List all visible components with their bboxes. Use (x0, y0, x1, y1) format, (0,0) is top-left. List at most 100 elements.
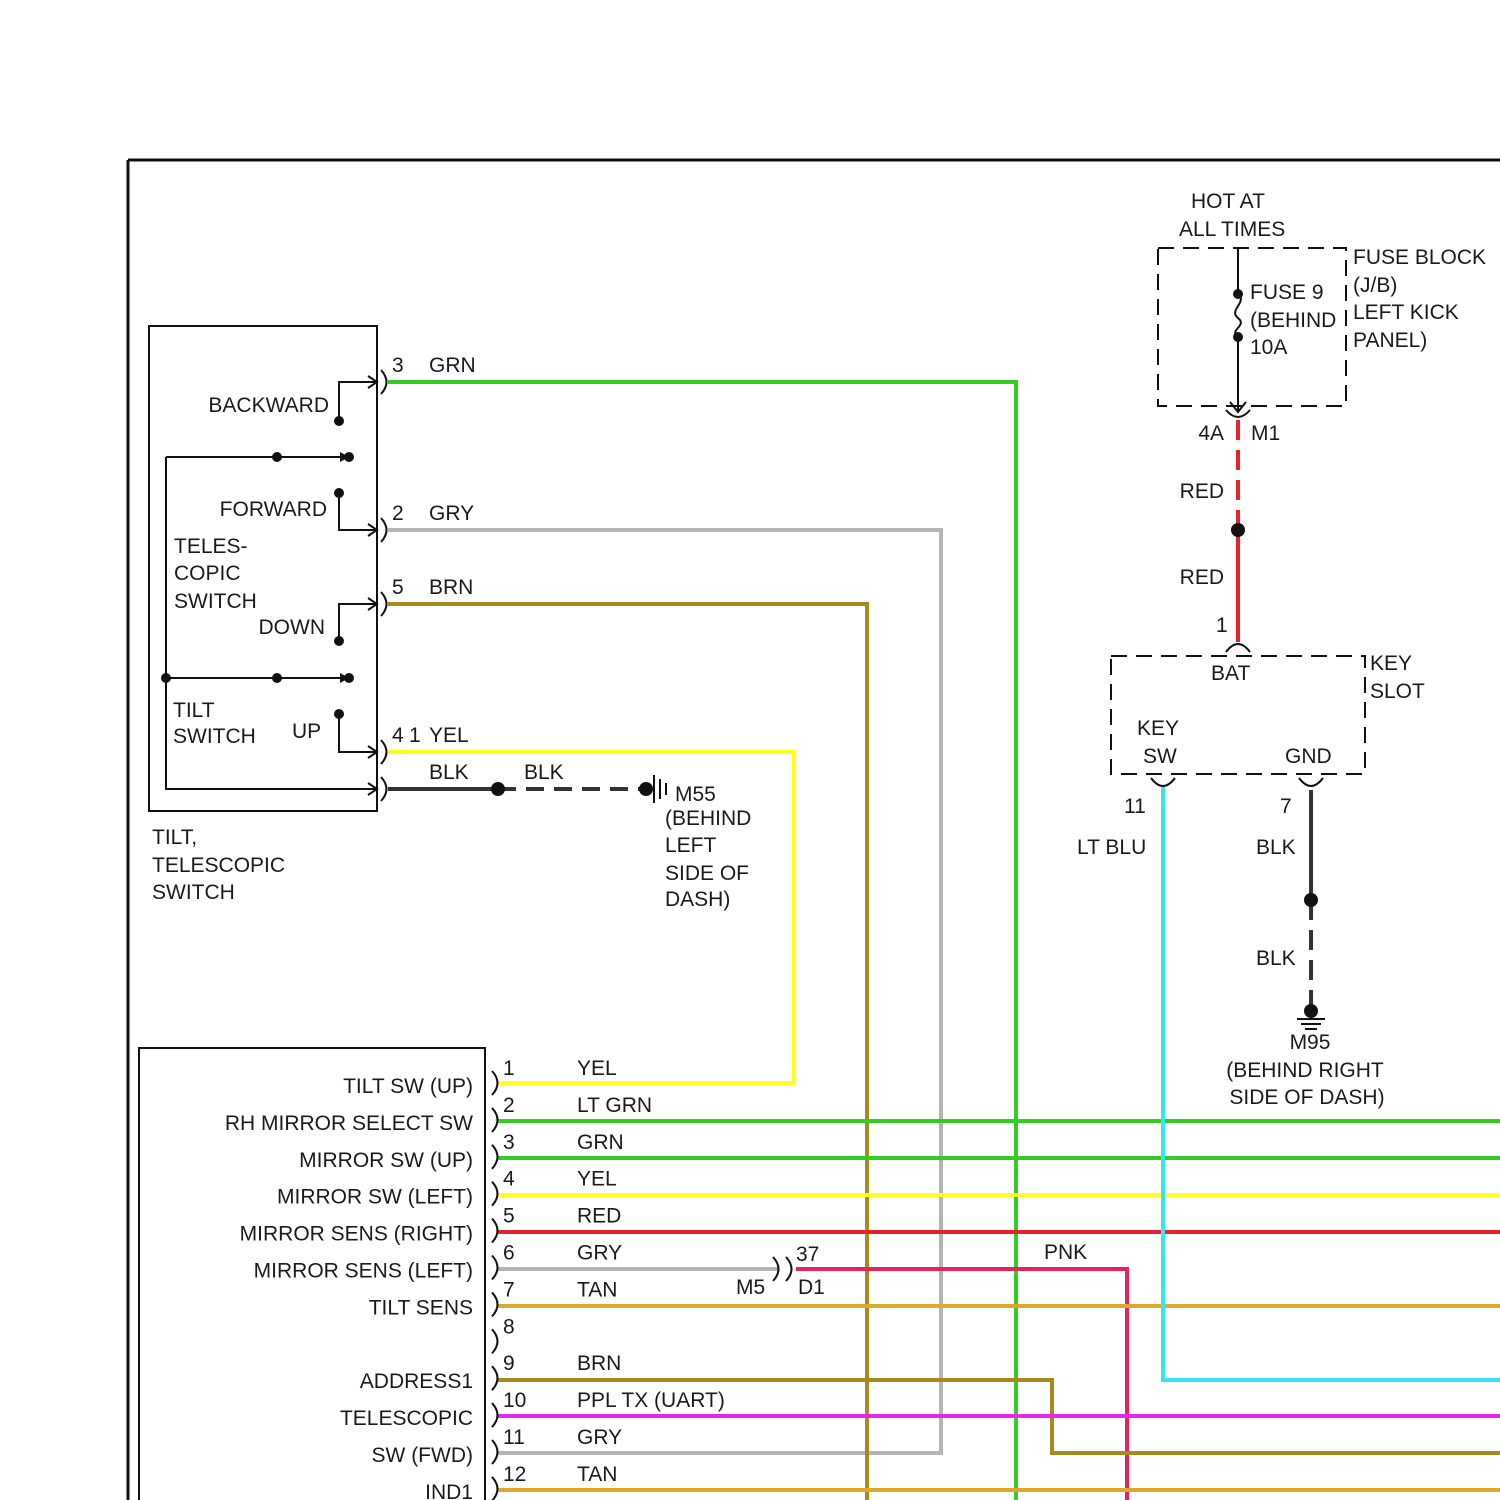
wire-label-lt-blu: LT BLU (1077, 836, 1146, 859)
conn-pin-4a: 4A (1198, 422, 1224, 445)
module-pin-number: 6 (503, 1242, 515, 1265)
wire-label-blk-gnd-1: BLK (1256, 836, 1296, 859)
m55-loc-2: LEFT (665, 834, 717, 857)
module-pin-label: TILT SW (UP) (343, 1075, 473, 1098)
pin-connector (492, 1403, 498, 1427)
pin-connector (492, 1071, 498, 1095)
module-pin-row: TELESCOPIC10PPL TX (UART) (340, 1389, 725, 1430)
module-pin-number: 5 (503, 1205, 515, 1228)
module-pin-number: 10 (503, 1389, 526, 1412)
key-sw-label-2: SW (1143, 745, 1177, 768)
m55-name: M55 (675, 783, 716, 806)
pin-11: 11 (1124, 795, 1146, 818)
pin-1: 1 (409, 724, 421, 747)
pin-connector (492, 1256, 498, 1280)
module-pin-number: 7 (503, 1278, 515, 1301)
module-pin-number: 4 (503, 1168, 515, 1191)
m95-name: M95 (1290, 1031, 1331, 1054)
wires (388, 382, 1500, 1500)
pin-4: 4 (392, 724, 404, 747)
module-wire-color: LT GRN (577, 1094, 652, 1117)
fuse-block-title-1: FUSE BLOCK (1353, 246, 1486, 269)
module-pin-number: 11 (503, 1426, 525, 1449)
m95-loc-1: (BEHIND RIGHT (1226, 1059, 1384, 1082)
bat-label: BAT (1211, 662, 1250, 685)
module-wire-color: YEL (577, 1168, 617, 1191)
switch-title-3: SWITCH (152, 881, 235, 904)
label-forward: FORWARD (220, 498, 327, 521)
module-pin-label: MIRROR SW (LEFT) (277, 1186, 473, 1209)
module-pin-number: 1 (503, 1057, 515, 1080)
module-pin-label: MIRROR SW (UP) (299, 1149, 473, 1172)
pin-connector (492, 1145, 498, 1169)
conn-m5: M5 (736, 1276, 765, 1299)
label-down: DOWN (259, 616, 326, 639)
bat-pin: 1 (1216, 614, 1228, 637)
pin-connector (492, 1108, 498, 1132)
module-wire-color: YEL (577, 1057, 617, 1080)
pin-connector (492, 1292, 498, 1316)
m95-loc-2: SIDE OF DASH) (1229, 1086, 1384, 1109)
label-backward: BACKWARD (208, 394, 329, 417)
m55-loc-3: SIDE OF (665, 862, 749, 885)
module-wire-color: GRN (577, 1131, 624, 1154)
switch-title-2: TELESCOPIC (152, 854, 285, 877)
module-wire-color: GRY (577, 1426, 622, 1449)
module-pin-label: IND1 (425, 1481, 473, 1500)
page-frame (128, 160, 1500, 1500)
module-pin-label: TELESCOPIC (340, 1407, 473, 1430)
tilt-telescopic-switch: BACKWARD FORWARD TELES- COPIC SWITCH DOW… (149, 326, 476, 904)
m55-loc-1: (BEHIND (665, 807, 751, 830)
module-pin-row: IND1 12 TAN (425, 1463, 617, 1500)
conn-d1: D1 (798, 1276, 825, 1299)
module-pin-label: MIRROR SENS (RIGHT) (240, 1223, 473, 1246)
label-tilt-1: TILT (173, 699, 215, 722)
fuse-block-title-3: LEFT KICK (1353, 301, 1459, 324)
pin-5: 5 (392, 576, 404, 599)
module-wire-color: GRY (577, 1242, 622, 1265)
wire-label-yel: YEL (429, 724, 469, 747)
hot-label-2: ALL TIMES (1179, 218, 1285, 241)
pin-connector (492, 1366, 498, 1390)
module-pin-row: MIRROR SENS (LEFT) 6 GRY (254, 1242, 622, 1283)
wire-label-red-2: RED (1180, 566, 1224, 589)
module-wire-color: TAN (577, 1463, 617, 1486)
module-pin-label: MIRROR SENS (LEFT) (254, 1260, 473, 1283)
fuse-label-3: 10A (1250, 336, 1287, 359)
module-pin-row: TILT SW (UP) 1 YEL (343, 1057, 617, 1098)
wire-label-gry: GRY (429, 502, 474, 525)
wire-grn-switch (388, 382, 1016, 1500)
module-wire-color: RED (577, 1205, 621, 1228)
label-telescopic-1: TELES- (174, 535, 248, 558)
module-pin-number: 12 (503, 1463, 526, 1486)
module-pin-row: SW (FWD)11GRY (372, 1426, 623, 1467)
pin-7: 7 (1280, 795, 1292, 818)
gnd-label: GND (1285, 745, 1332, 768)
wire-label-blk-gnd-2: BLK (1256, 947, 1296, 970)
key-slot-title-1: KEY (1370, 652, 1412, 675)
wire-label-blk-2: BLK (524, 761, 564, 784)
key-slot: 1 BAT KEY SLOT KEY SW GND 11 7 LT BLU BL… (1077, 614, 1425, 970)
wire-label-pnk: PNK (1044, 1241, 1087, 1264)
module-pin-label: RH MIRROR SELECT SW (225, 1112, 473, 1135)
conn-pin-37: 37 (796, 1243, 819, 1266)
wire-label-red-1: RED (1180, 480, 1224, 503)
label-tilt-2: SWITCH (173, 725, 256, 748)
pin-2: 2 (392, 502, 404, 525)
module-pin-number: 8 (503, 1315, 515, 1338)
fuse-block-title-4: PANEL) (1353, 329, 1427, 352)
module-pin-number: 9 (503, 1352, 515, 1375)
key-slot-title-2: SLOT (1370, 680, 1425, 703)
module-pin-row: MIRROR SW (LEFT) 4 YEL (277, 1168, 617, 1209)
module-pin-row: 8 (492, 1315, 515, 1353)
module-pin-row: MIRROR SENS (RIGHT) 5 RED (240, 1205, 622, 1246)
module-pin-row: TILT SENS7TAN (369, 1278, 618, 1319)
module-pin-label: ADDRESS1 (360, 1370, 473, 1393)
module-pin-number: 3 (503, 1131, 515, 1154)
pin-connector (492, 1182, 498, 1206)
